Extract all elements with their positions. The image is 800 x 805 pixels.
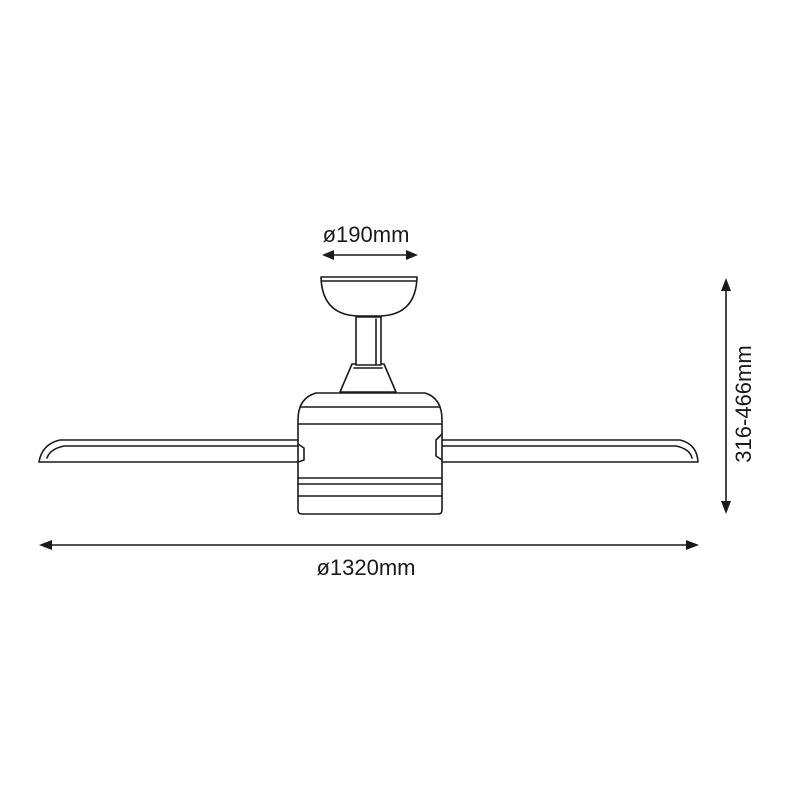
canopy-dimension: ø190mm bbox=[322, 222, 418, 260]
left-blade bbox=[38, 439, 301, 463]
right-bracket bbox=[435, 433, 443, 461]
ceiling-canopy bbox=[320, 276, 418, 317]
left-blade-edge bbox=[46, 445, 301, 459]
height-dimension: 316-466mm bbox=[721, 278, 756, 514]
right-blade-edge bbox=[439, 445, 693, 459]
right-blade bbox=[439, 439, 699, 463]
blade-span-label: ø1320mm bbox=[316, 555, 415, 580]
blade-span-dimension: ø1320mm bbox=[39, 540, 699, 580]
canopy-diameter-label: ø190mm bbox=[323, 222, 410, 247]
height-range-label: 316-466mm bbox=[731, 345, 756, 462]
left-bracket bbox=[297, 443, 305, 463]
downrod bbox=[355, 316, 382, 366]
